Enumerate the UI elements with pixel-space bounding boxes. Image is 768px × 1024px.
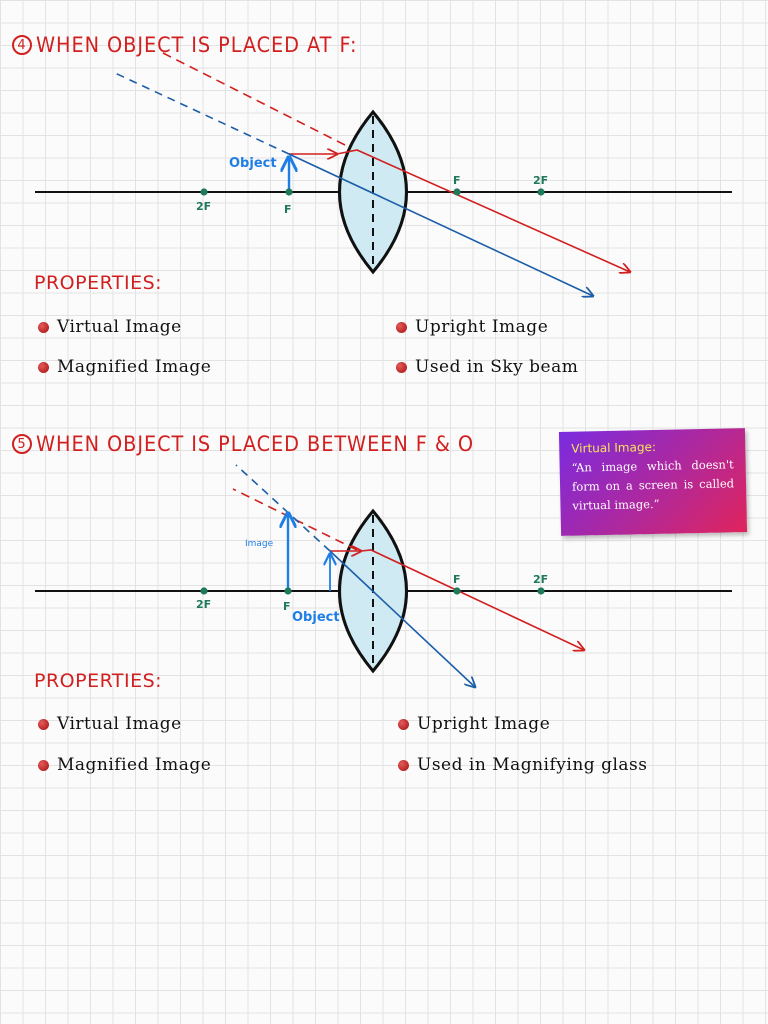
focal-point-2f-right [537, 587, 545, 595]
bullet-icon [398, 759, 409, 771]
section-4-heading: 4 WHEN OBJECT IS PLACED AT F: [12, 33, 385, 57]
section-4-properties-title: PROPERTIES: [34, 272, 163, 294]
bullet-icon [38, 321, 49, 333]
focal-point-f-right [453, 188, 461, 196]
property-text: Virtual Image [57, 317, 182, 337]
section-4-ray-diagram: 2F F F 2F Object [35, 52, 732, 310]
section-5-properties-title: PROPERTIES: [34, 670, 163, 692]
bullet-icon [396, 321, 407, 333]
section-5-heading: 5 WHEN OBJECT IS PLACED BETWEEN F & O [12, 432, 512, 456]
label-f-left: F [283, 600, 291, 613]
red-virtual-extension [162, 52, 346, 146]
focal-point-2f-left [200, 587, 208, 595]
image-label: Image [245, 539, 274, 549]
focal-point-2f-left [200, 188, 208, 196]
label-2f-right: 2F [533, 573, 548, 586]
section-5-heading-text: WHEN OBJECT IS PLACED BETWEEN F & O [36, 432, 475, 456]
blue-ray-through-center [288, 153, 593, 296]
property-text: Upright Image [417, 714, 551, 734]
focal-point-f-right [453, 587, 461, 595]
label-2f-right: 2F [533, 174, 548, 187]
section-4-number: 4 [12, 35, 32, 55]
property-text: Magnified Image [57, 755, 212, 775]
red-virtual-extension [232, 488, 358, 551]
section-5-ray-diagram: 2F F F 2F Image Object [35, 464, 732, 700]
property-text: Virtual Image [57, 714, 182, 734]
section-5-property-2: Upright Image [398, 714, 550, 734]
property-text: Magnified Image [57, 357, 212, 377]
bullet-icon [398, 718, 409, 730]
section-4-heading-text: WHEN OBJECT IS PLACED AT F: [36, 33, 358, 57]
bullet-icon [396, 361, 407, 373]
blue-ray-through-center [329, 550, 475, 687]
section-5-property-4: Used in Magnifying glass [398, 755, 647, 775]
red-ray-refracted [360, 549, 584, 650]
red-ray-refracted [336, 149, 630, 272]
bullet-icon [38, 718, 49, 730]
focal-point-f-left [285, 188, 293, 196]
section-4-property-1: Virtual Image [38, 317, 182, 337]
label-f-right: F [453, 573, 461, 586]
bullet-icon [38, 361, 49, 373]
section-5-number: 5 [12, 434, 32, 454]
property-text: Used in Sky beam [415, 357, 579, 377]
section-4-property-3: Magnified Image [38, 357, 211, 377]
label-f-left: F [284, 203, 292, 216]
property-text: Used in Magnifying glass [417, 755, 648, 775]
section-4-property-2: Upright Image [396, 317, 548, 337]
property-text: Upright Image [415, 317, 549, 337]
section-5-property-1: Virtual Image [38, 714, 182, 734]
label-2f-left: 2F [196, 598, 211, 611]
focal-point-2f-right [537, 188, 545, 196]
section-5-property-3: Magnified Image [38, 755, 211, 775]
object-label: Object [292, 610, 340, 625]
label-2f-left: 2F [196, 200, 211, 213]
focal-point-f-left [284, 587, 292, 595]
section-4-property-4: Used in Sky beam [396, 357, 578, 377]
bullet-icon [38, 759, 49, 771]
label-f-right: F [453, 174, 461, 187]
object-label: Object [229, 156, 277, 171]
blue-virtual-extension [235, 464, 331, 552]
blue-virtual-extension [114, 72, 290, 155]
